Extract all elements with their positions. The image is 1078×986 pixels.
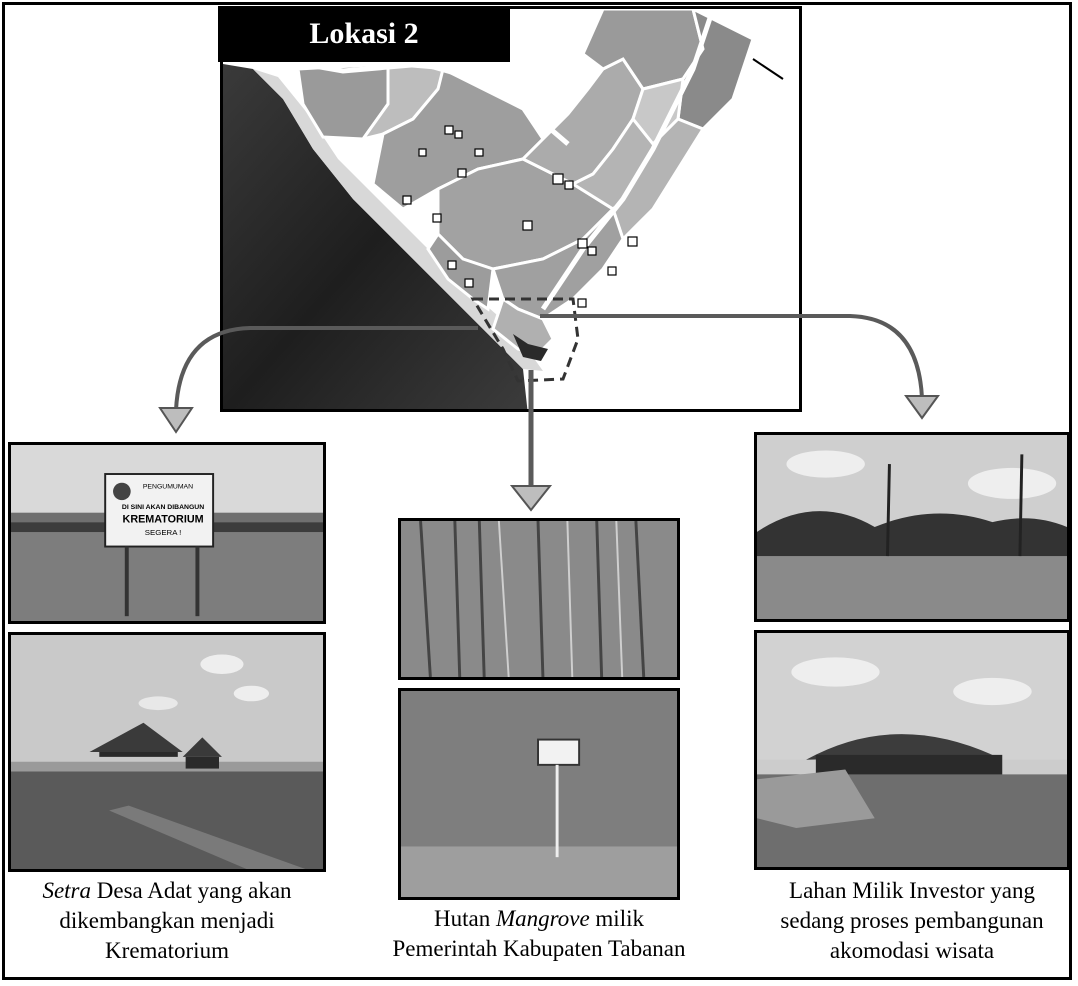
- caption-left-line-1: Setra Desa Adat yang akan: [42, 878, 292, 903]
- caption-middle-line-1: Hutan Mangrove milik: [434, 906, 644, 931]
- sign-line-1: PENGUMUMAN: [143, 484, 193, 491]
- photo-investor-land-field: [754, 432, 1070, 622]
- sign-line-2: DI SINI AKAN DIBANGUN: [122, 504, 204, 511]
- caption-middle-line-2: Pemerintah Kabupaten Tabanan: [392, 936, 686, 961]
- sign-line-3: KREMATORIUM: [123, 513, 204, 525]
- photo-mangrove-sign: [398, 688, 680, 900]
- caption-right-line-2: sedang proses pembangunan: [780, 908, 1044, 933]
- photo-setra-pavilion: [8, 632, 326, 872]
- site-map: [220, 6, 802, 412]
- photo-krematorium-sign: PENGUMUMAN DI SINI AKAN DIBANGUN KREMATO…: [8, 442, 326, 624]
- caption-right: Lahan Milik Investor yang sedang proses …: [752, 876, 1072, 966]
- caption-right-line-1: Lahan Milik Investor yang: [789, 878, 1035, 903]
- map-title: Lokasi 2: [218, 6, 510, 62]
- photo-investor-construction: [754, 630, 1070, 870]
- caption-right-line-3: akomodasi wisata: [829, 938, 995, 963]
- caption-middle: Hutan Mangrove milik Pemerintah Kabupate…: [350, 904, 728, 964]
- caption-left-line-3: Krematorium: [105, 938, 229, 963]
- site-map-drawing: [223, 9, 784, 409]
- sign-line-4: SEGERA !: [145, 528, 182, 537]
- photo-mangrove-forest: [398, 518, 680, 680]
- caption-left-line-2: dikembangkan menjadi: [59, 908, 275, 933]
- caption-left: Setra Desa Adat yang akan dikembangkan m…: [6, 876, 328, 966]
- sea-area: [223, 64, 528, 409]
